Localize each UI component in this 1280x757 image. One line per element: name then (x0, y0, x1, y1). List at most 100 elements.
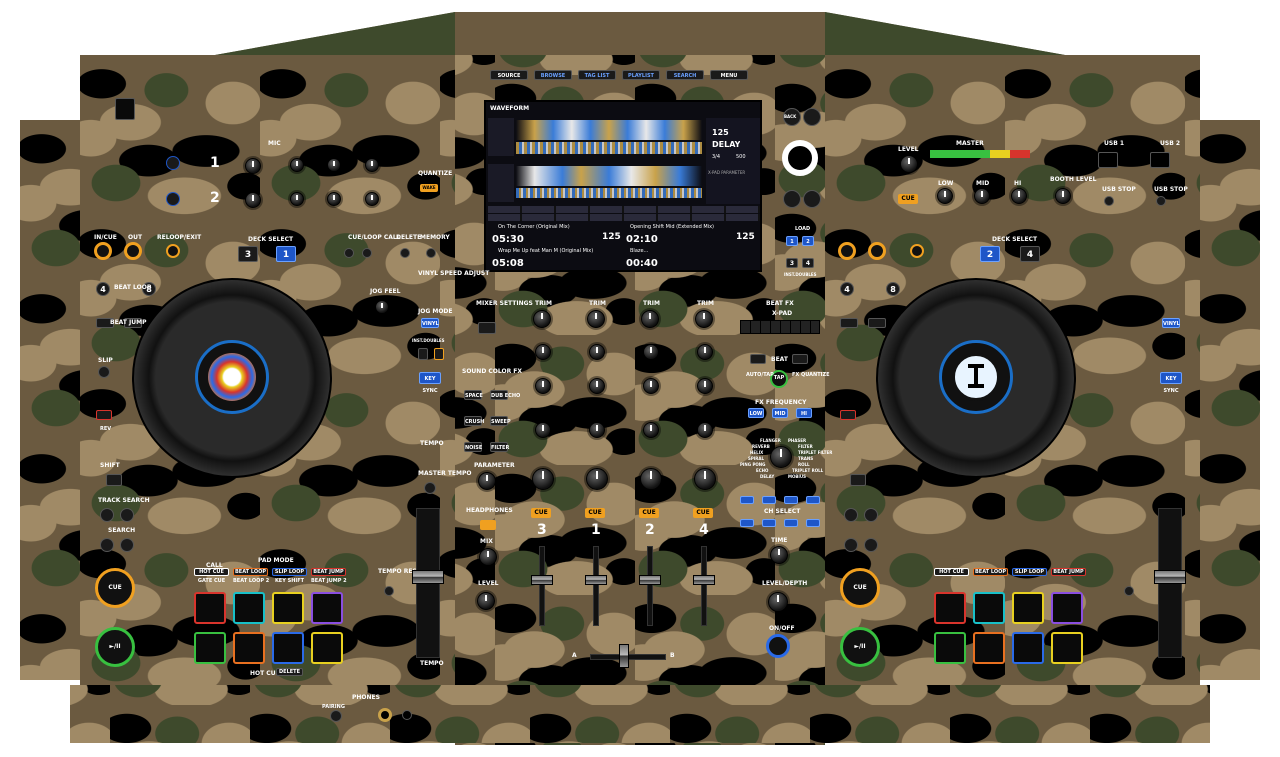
headphone-mix-knob[interactable] (479, 548, 497, 566)
vinyl-button[interactable]: VINYL (421, 318, 439, 328)
usb2-stop-button[interactable] (1156, 196, 1166, 206)
master-mid-knob[interactable] (974, 188, 990, 204)
low-knob-ch3[interactable] (535, 422, 551, 438)
cue-loop-call-right[interactable] (362, 248, 372, 258)
pad-4[interactable] (311, 592, 343, 624)
reloop-button[interactable] (166, 244, 180, 258)
master-cue-button[interactable]: CUE (898, 194, 918, 204)
search-right[interactable] (120, 538, 134, 552)
mic-1-low-knob[interactable] (290, 158, 304, 172)
load-2-button[interactable]: 2 (802, 236, 814, 246)
delete-button[interactable] (400, 248, 410, 258)
beat-loop-8-button[interactable]: 8 (142, 282, 156, 296)
ch-select-mic[interactable] (740, 519, 754, 527)
beat-right-button[interactable] (792, 354, 808, 364)
slip-loop-mode-button-right[interactable]: SLIP LOOP (1012, 568, 1047, 576)
in-cue-button[interactable] (94, 242, 112, 260)
tempo-reset-button-right[interactable] (1124, 586, 1134, 596)
usb1-port[interactable] (1098, 152, 1118, 168)
sc-noise-button[interactable]: NOISE (464, 442, 482, 452)
trim-knob-ch4[interactable] (695, 310, 713, 328)
mic-1-on-button[interactable] (166, 156, 180, 170)
fx-on-off-button[interactable] (766, 634, 790, 658)
fx-freq-mid-button[interactable]: MID (772, 408, 788, 418)
shift-button-right[interactable] (850, 474, 866, 486)
low-knob-ch4[interactable] (697, 422, 713, 438)
master-tempo-button-left[interactable] (424, 482, 436, 494)
headphone-level-knob[interactable] (477, 592, 495, 610)
deck-select-1[interactable]: 1 (276, 246, 296, 262)
out-button-right[interactable] (868, 242, 886, 260)
rotary-selector[interactable] (782, 140, 818, 176)
shift-button-left[interactable] (106, 474, 122, 486)
master-level-knob[interactable] (900, 155, 918, 173)
phones-jack-large[interactable] (378, 708, 392, 722)
inst-doubles-left-2[interactable] (434, 348, 444, 360)
booth-level-knob[interactable] (1055, 188, 1071, 204)
phones-jack-small[interactable] (402, 710, 412, 720)
track-search-left[interactable] (100, 508, 114, 522)
usb2-port[interactable] (1150, 152, 1170, 168)
track-search-right-right[interactable] (864, 508, 878, 522)
wake-up-button[interactable]: WAKE UP (420, 184, 438, 198)
mic-1-hi-knob[interactable] (365, 158, 379, 172)
sc-dub-echo-button[interactable]: DUB ECHO (490, 390, 520, 400)
pad-8[interactable] (311, 632, 343, 664)
cue-loop-call-left[interactable] (344, 248, 354, 258)
color-knob-ch2[interactable] (640, 468, 662, 490)
mic-2-level-knob[interactable] (245, 192, 261, 208)
load-1-button[interactable]: 1 (786, 236, 798, 246)
ch-select-xf-a[interactable] (784, 519, 798, 527)
ch-select-2[interactable] (762, 496, 776, 504)
channel-fader-cap-3[interactable] (531, 575, 553, 585)
fx-select-knob[interactable] (770, 446, 792, 468)
track-search-right[interactable] (120, 508, 134, 522)
mic-1-mid-knob[interactable] (327, 158, 341, 172)
pad-1-right[interactable] (934, 592, 966, 624)
mid-knob-ch3[interactable] (535, 378, 551, 394)
mixer-settings-button[interactable] (478, 322, 496, 334)
ch-select-1[interactable] (740, 496, 754, 504)
deck-select-3[interactable]: 3 (238, 246, 258, 262)
beat-jump-right-right[interactable] (868, 318, 886, 328)
reloop-button-right[interactable] (910, 244, 924, 258)
ch-select-master[interactable] (762, 519, 776, 527)
hot-cue-mode-button[interactable]: HOT CUE (194, 568, 229, 576)
master-hi-knob[interactable] (1011, 188, 1027, 204)
pairing-button[interactable] (330, 710, 342, 722)
beat-loop-mode-button-right[interactable]: BEAT LOOP (973, 568, 1008, 576)
master-low-knob[interactable] (937, 188, 953, 204)
beat-loop-4-button[interactable]: 4 (96, 282, 110, 296)
hi-knob-ch2[interactable] (643, 344, 659, 360)
beat-loop-8-button-right[interactable]: 8 (886, 282, 900, 296)
x-pad-strip[interactable] (740, 320, 820, 334)
cue-button-ch2[interactable]: CUE (639, 508, 659, 518)
pad-1[interactable] (194, 592, 226, 624)
pad-7-right[interactable] (1012, 632, 1044, 664)
usb1-stop-button[interactable] (1104, 196, 1114, 206)
touch-screen[interactable]: WAVEFORM 125 DELAY 3/4 500 X-PAD PARAMET… (484, 100, 762, 272)
key-sync-button-right[interactable]: KEY SYNC (1160, 372, 1182, 394)
sc-space-button[interactable]: SPACE (464, 390, 483, 400)
hi-knob-ch3[interactable] (535, 344, 551, 360)
in-cue-button-right[interactable] (838, 242, 856, 260)
ch-select-4[interactable] (806, 496, 820, 504)
color-knob-ch1[interactable] (586, 468, 608, 490)
beat-loop-mode-button[interactable]: BEAT LOOP (233, 568, 268, 576)
search-right-right[interactable] (864, 538, 878, 552)
cue-button-ch3[interactable]: CUE (531, 508, 551, 518)
sc-filter-button[interactable]: FILTER (490, 442, 509, 452)
back-button[interactable] (783, 108, 801, 126)
fx-freq-low-button[interactable]: LOW (748, 408, 764, 418)
beat-loop-4-button-right[interactable]: 4 (840, 282, 854, 296)
channel-fader-cap-1[interactable] (585, 575, 607, 585)
pad-6[interactable] (233, 632, 265, 664)
playlist-button[interactable]: PLAYLIST (622, 70, 660, 80)
tap-button[interactable]: TAP (770, 370, 788, 388)
mid-knob-ch1[interactable] (589, 378, 605, 394)
tempo-fader-cap-right[interactable] (1154, 570, 1186, 584)
mic-1-level-knob[interactable] (245, 158, 261, 174)
mic-2-low-knob[interactable] (290, 192, 304, 206)
pad-3-right[interactable] (1012, 592, 1044, 624)
crossfader-cap[interactable] (619, 644, 629, 668)
